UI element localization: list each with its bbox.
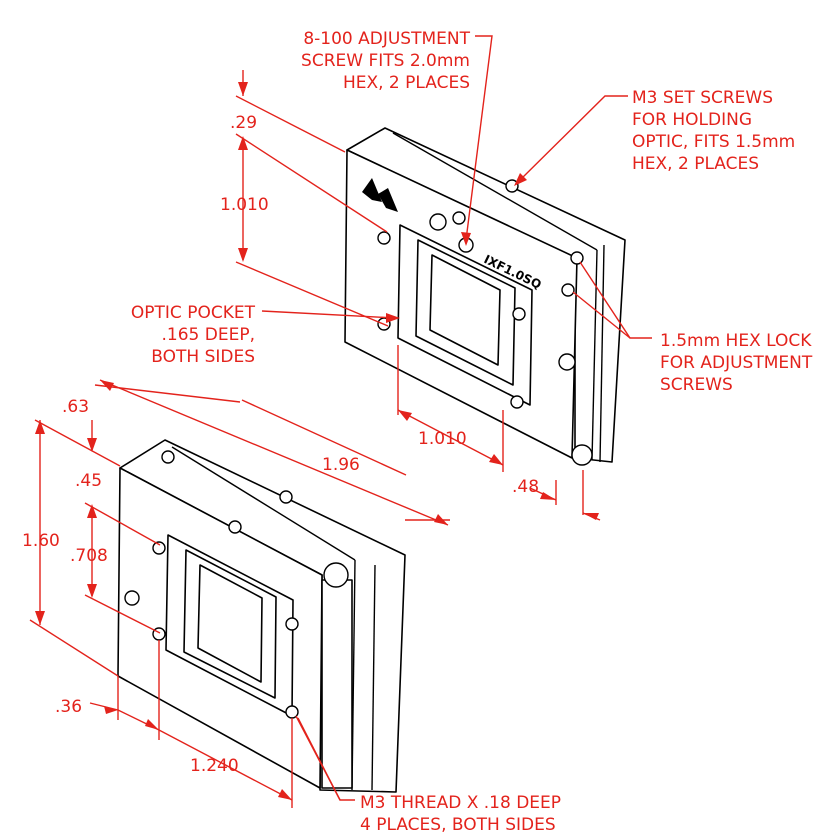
pin-channel — [323, 562, 349, 588]
dim-height: 1.60 — [22, 531, 60, 551]
dim-width: 1.96 — [322, 455, 360, 475]
pin-cylinder — [321, 579, 353, 789]
hole — [124, 590, 140, 606]
adjustment-screw-label: 8-100 ADJUSTMENT — [303, 29, 470, 49]
optic-pocket-label: BOTH SIDES — [151, 347, 255, 367]
lower-mount-view — [117, 439, 406, 793]
plate-edge — [591, 249, 598, 461]
set-screw-label: FOR HOLDING — [632, 110, 752, 130]
adjustment-screw-label: SCREW FITS 2.0mm — [301, 51, 470, 71]
plate-edge — [371, 564, 376, 791]
set-screw-label: OPTIC, FITS 1.5mm — [632, 132, 795, 152]
set-screw — [279, 490, 293, 504]
hole — [429, 213, 447, 231]
plate-edge — [392, 132, 598, 251]
m3-thread-label: M3 THREAD X .18 DEEP — [360, 793, 561, 813]
dim-hole-offset-top: .45 — [75, 471, 102, 491]
m3-hole — [152, 541, 166, 555]
hex-lock-label: SCREWS — [660, 375, 733, 395]
adjustment-screw — [558, 353, 576, 371]
dim-hole-offset-left: .36 — [55, 697, 82, 717]
set-screw — [452, 211, 466, 225]
logo-icon — [362, 178, 382, 202]
hex-lock-label: FOR ADJUSTMENT — [660, 353, 813, 373]
dimension-lines — [29, 35, 652, 808]
m3-hole — [510, 395, 524, 409]
set-screw-label: M3 SET SCREWS — [632, 88, 773, 108]
dim-top-offset: .29 — [230, 113, 257, 133]
set-screw — [228, 520, 242, 534]
dim-top-hole-spacing-vertical: 1.010 — [220, 195, 269, 215]
set-screw-label: HEX, 2 PLACES — [632, 154, 759, 174]
lower-aperture-inner — [197, 564, 263, 683]
dim-hole-spacing-horizontal: 1.240 — [190, 756, 239, 776]
optic-pocket-label: .165 DEEP, — [162, 325, 255, 345]
m3-hole — [377, 231, 391, 245]
hex-lock-screw — [570, 251, 584, 265]
plate-edge — [599, 244, 605, 463]
upper-aperture-inner — [429, 254, 501, 366]
m3-thread-label: 4 PLACES, BOTH SIDES — [360, 815, 556, 835]
dim-depth: .63 — [62, 397, 89, 417]
dim-hole-spacing-vertical: .708 — [70, 546, 108, 566]
m3-hole — [512, 307, 526, 321]
dim-thickness: .48 — [512, 477, 539, 497]
pin-channel — [571, 444, 593, 466]
plate-edge — [171, 446, 356, 561]
set-screw — [161, 450, 175, 464]
optic-pocket-label: OPTIC POCKET — [131, 303, 256, 323]
dim-top-hole-spacing-horizontal: 1.010 — [418, 429, 467, 449]
set-screw — [505, 179, 519, 193]
hex-lock-label: 1.5mm HEX LOCK — [660, 331, 812, 351]
m3-hole — [285, 617, 299, 631]
logo-icon — [378, 188, 398, 212]
upper-mount-view: IXF1.0SQ — [344, 127, 626, 466]
adjustment-screw-label: HEX, 2 PLACES — [343, 73, 470, 93]
callout-labels: 8-100 ADJUSTMENT SCREW FITS 2.0mm HEX, 2… — [22, 29, 813, 835]
hex-lock-screw — [561, 283, 575, 297]
